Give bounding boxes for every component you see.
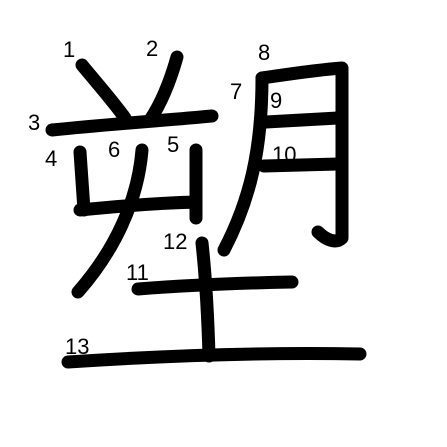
stroke-number-1: 1 (63, 37, 75, 62)
stroke-1 (75, 58, 132, 125)
stroke-number-8: 8 (258, 40, 270, 65)
stroke-number-4: 4 (45, 146, 57, 171)
stroke-3 (45, 109, 219, 137)
stroke-number-labels: 1 2 3 4 5 6 7 8 9 10 11 12 13 (28, 36, 296, 359)
stroke-10 (257, 157, 345, 173)
stroke-number-3: 3 (28, 110, 40, 135)
stroke-number-12: 12 (163, 229, 187, 254)
stroke-number-11: 11 (126, 260, 149, 285)
stroke-number-6: 6 (108, 137, 120, 162)
stroke-number-2: 2 (146, 36, 158, 61)
stroke-number-7: 7 (230, 79, 242, 104)
stroke-number-5: 5 (167, 132, 179, 157)
stroke-number-10: 10 (272, 142, 296, 167)
stroke-11 (131, 275, 299, 296)
stroke-6 (71, 143, 149, 299)
stroke-12 (195, 236, 216, 363)
character-strokes (45, 50, 367, 369)
stroke-13 (61, 346, 367, 369)
stroke-9 (259, 111, 345, 129)
stroke-number-9: 9 (270, 88, 282, 113)
stroke-2 (143, 50, 184, 127)
stroke-8 (255, 61, 349, 248)
stroke-5 (73, 143, 203, 225)
stroke-number-13: 13 (65, 334, 89, 359)
stroke-4 (73, 145, 91, 217)
stroke-7 (217, 71, 269, 257)
